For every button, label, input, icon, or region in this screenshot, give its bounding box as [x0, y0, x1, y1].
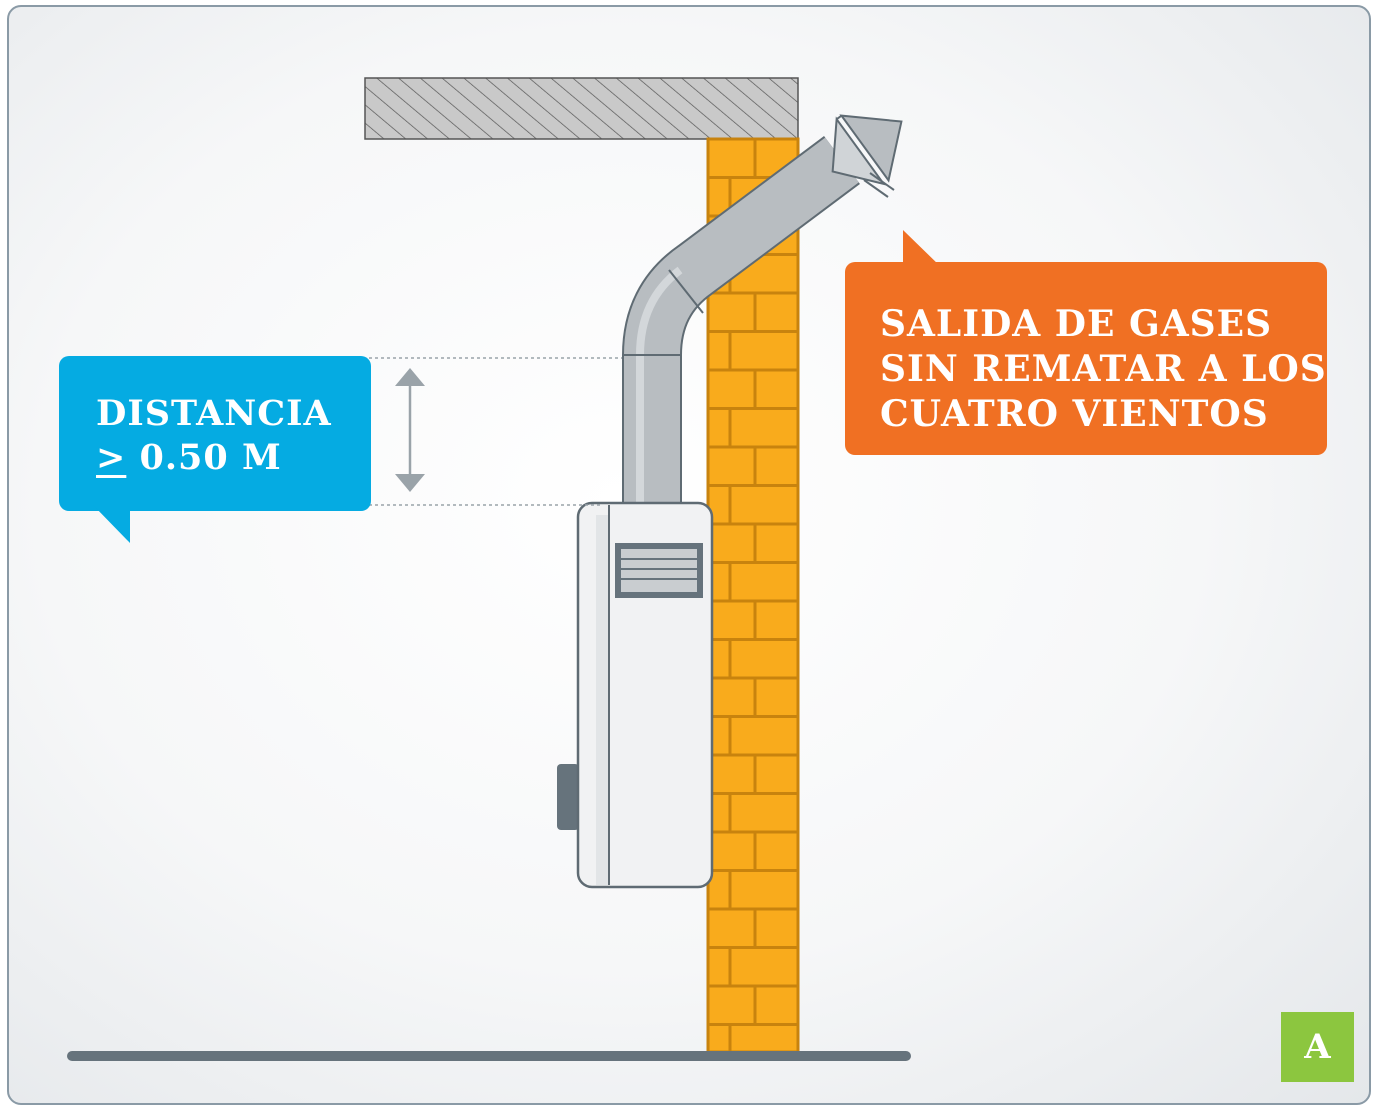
ceiling-slab: [364, 77, 799, 140]
gases-line-3: CUATRO VIENTOS: [880, 393, 1269, 435]
distance-label: DISTANCIA: [96, 393, 332, 434]
gases-callout: [845, 230, 1327, 455]
distance-value: > 0.50 M: [96, 437, 282, 478]
brick-wall-fill: [708, 139, 798, 1052]
gases-callout-text: SALIDA DE GASES SIN REMATAR A LOS CUATRO…: [880, 302, 1327, 437]
arrow-down-icon: [395, 474, 425, 492]
flue-pipe: [622, 135, 860, 505]
diagram-letter-badge: A: [1281, 1012, 1354, 1082]
arrow-up-icon: [395, 368, 425, 386]
brick-wall: [706, 137, 800, 1054]
distance-callout-text: DISTANCIA > 0.50 M: [96, 392, 332, 480]
distance-callout: [59, 356, 371, 543]
greater-equal-symbol: >: [96, 437, 127, 478]
flue-rain-cap: [831, 114, 903, 186]
gases-line-2: SIN REMATAR A LOS: [880, 348, 1327, 390]
heater-side-knob: [557, 764, 579, 830]
distance-dimension: [369, 357, 622, 506]
gases-line-1: SALIDA DE GASES: [880, 303, 1273, 345]
gas-flow-marks: [863, 172, 895, 198]
water-heater: [557, 501, 714, 889]
